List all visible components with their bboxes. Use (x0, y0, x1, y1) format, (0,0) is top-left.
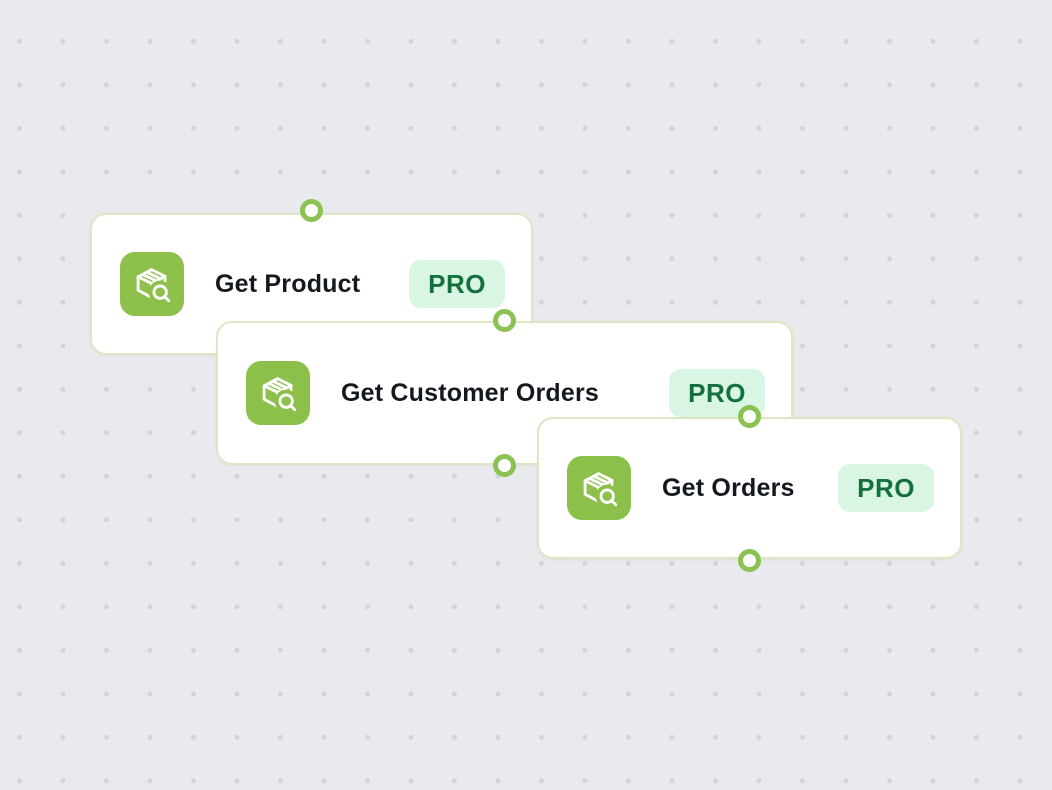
pro-badge: PRO (669, 369, 765, 417)
node-get-product[interactable]: Get Product PRO (90, 213, 533, 355)
input-handle[interactable] (300, 199, 323, 222)
pro-badge: PRO (409, 260, 505, 308)
node-title: Get Orders (662, 473, 795, 502)
input-handle[interactable] (738, 405, 761, 428)
node-title: Get Customer Orders (341, 378, 600, 407)
input-handle[interactable] (493, 309, 516, 332)
pro-badge: PRO (838, 464, 934, 512)
node-get-orders[interactable]: Get Orders PRO (537, 417, 962, 559)
package-search-icon (567, 456, 631, 520)
package-search-icon (246, 361, 310, 425)
output-handle[interactable] (493, 454, 516, 477)
output-handle[interactable] (738, 549, 761, 572)
package-search-icon (120, 252, 184, 316)
node-title: Get Product (215, 269, 361, 298)
